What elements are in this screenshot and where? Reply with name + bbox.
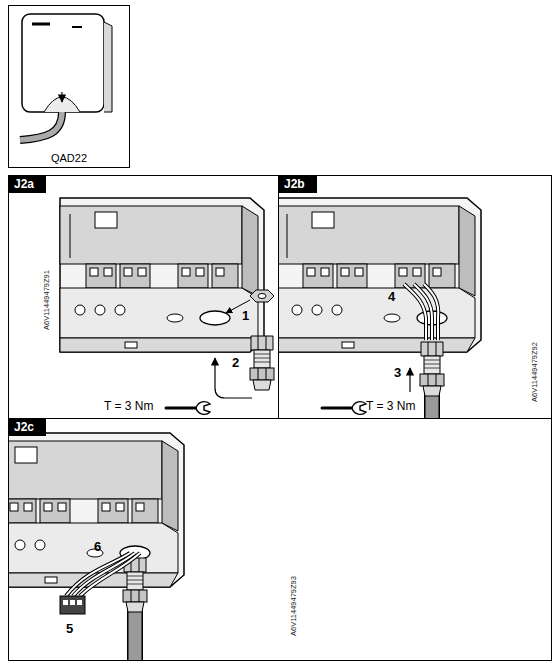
nut xyxy=(250,290,274,302)
step-panel: J2c xyxy=(8,418,552,661)
callout-number: 4 xyxy=(388,290,395,304)
step-heading: J2c xyxy=(8,418,46,436)
drawing-code: A6V11449479Z91 xyxy=(43,270,51,330)
callout-number: 6 xyxy=(94,540,101,554)
tighten-arrow xyxy=(409,368,410,392)
step-panel: J2b xyxy=(278,175,552,419)
step-heading: J2b xyxy=(278,175,317,193)
callout-number: 3 xyxy=(394,366,401,380)
wrench-symbol xyxy=(322,402,366,415)
cable-gland xyxy=(250,336,274,390)
callout-number: 1 xyxy=(242,309,249,323)
housing-j2c xyxy=(9,433,184,660)
product-name: QAD22 xyxy=(9,152,129,164)
drawing-code: A6V11449479Z93 xyxy=(290,576,298,636)
sensor-illustration xyxy=(20,14,112,140)
wrench-symbol xyxy=(166,402,210,415)
torque-value: T = 3 Nm xyxy=(104,400,153,413)
cable-gland xyxy=(123,558,147,612)
callout-number: 2 xyxy=(232,356,239,370)
connector-plug xyxy=(60,596,85,614)
wires xyxy=(404,284,438,340)
housing-j2a xyxy=(60,198,274,414)
wires xyxy=(66,553,140,596)
callout-number: 5 xyxy=(66,622,73,636)
housing-j2b xyxy=(279,198,481,418)
step-heading: J2a xyxy=(8,175,46,193)
product-panel: QAD22 xyxy=(8,5,130,168)
cable-gland xyxy=(420,342,444,396)
torque-value: T = 3 Nm xyxy=(366,400,415,413)
drawing-code: A6V11449479Z92 xyxy=(531,342,539,402)
